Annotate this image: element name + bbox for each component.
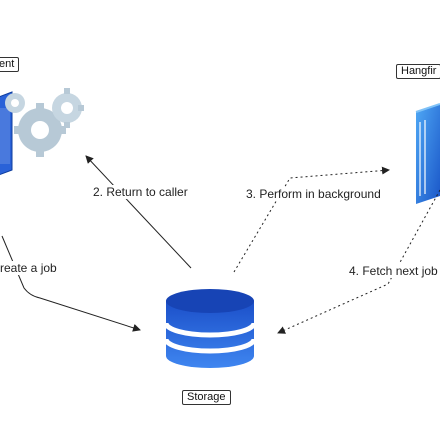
- hangfire-label: Hangfir: [396, 64, 440, 79]
- edge-fetch-next-job: [277, 189, 440, 334]
- client-server-icon: [0, 91, 13, 176]
- fetch-next-job-label: 4. Fetch next job: [349, 264, 438, 278]
- gears-icon: [5, 88, 84, 157]
- edge-return-to-caller: [85, 155, 192, 269]
- create-job-label: reate a job: [0, 261, 57, 275]
- storage-label: Storage: [182, 390, 231, 405]
- perform-in-background-label: 3. Perform in background: [246, 187, 381, 201]
- database-icon: [163, 289, 257, 368]
- edge-perform-in-background: [233, 166, 390, 273]
- client-label: ent: [0, 57, 20, 72]
- return-to-caller-label: 2. Return to caller: [93, 185, 188, 199]
- server-tower-icon: [415, 103, 440, 204]
- edge-create-job: [1, 235, 141, 332]
